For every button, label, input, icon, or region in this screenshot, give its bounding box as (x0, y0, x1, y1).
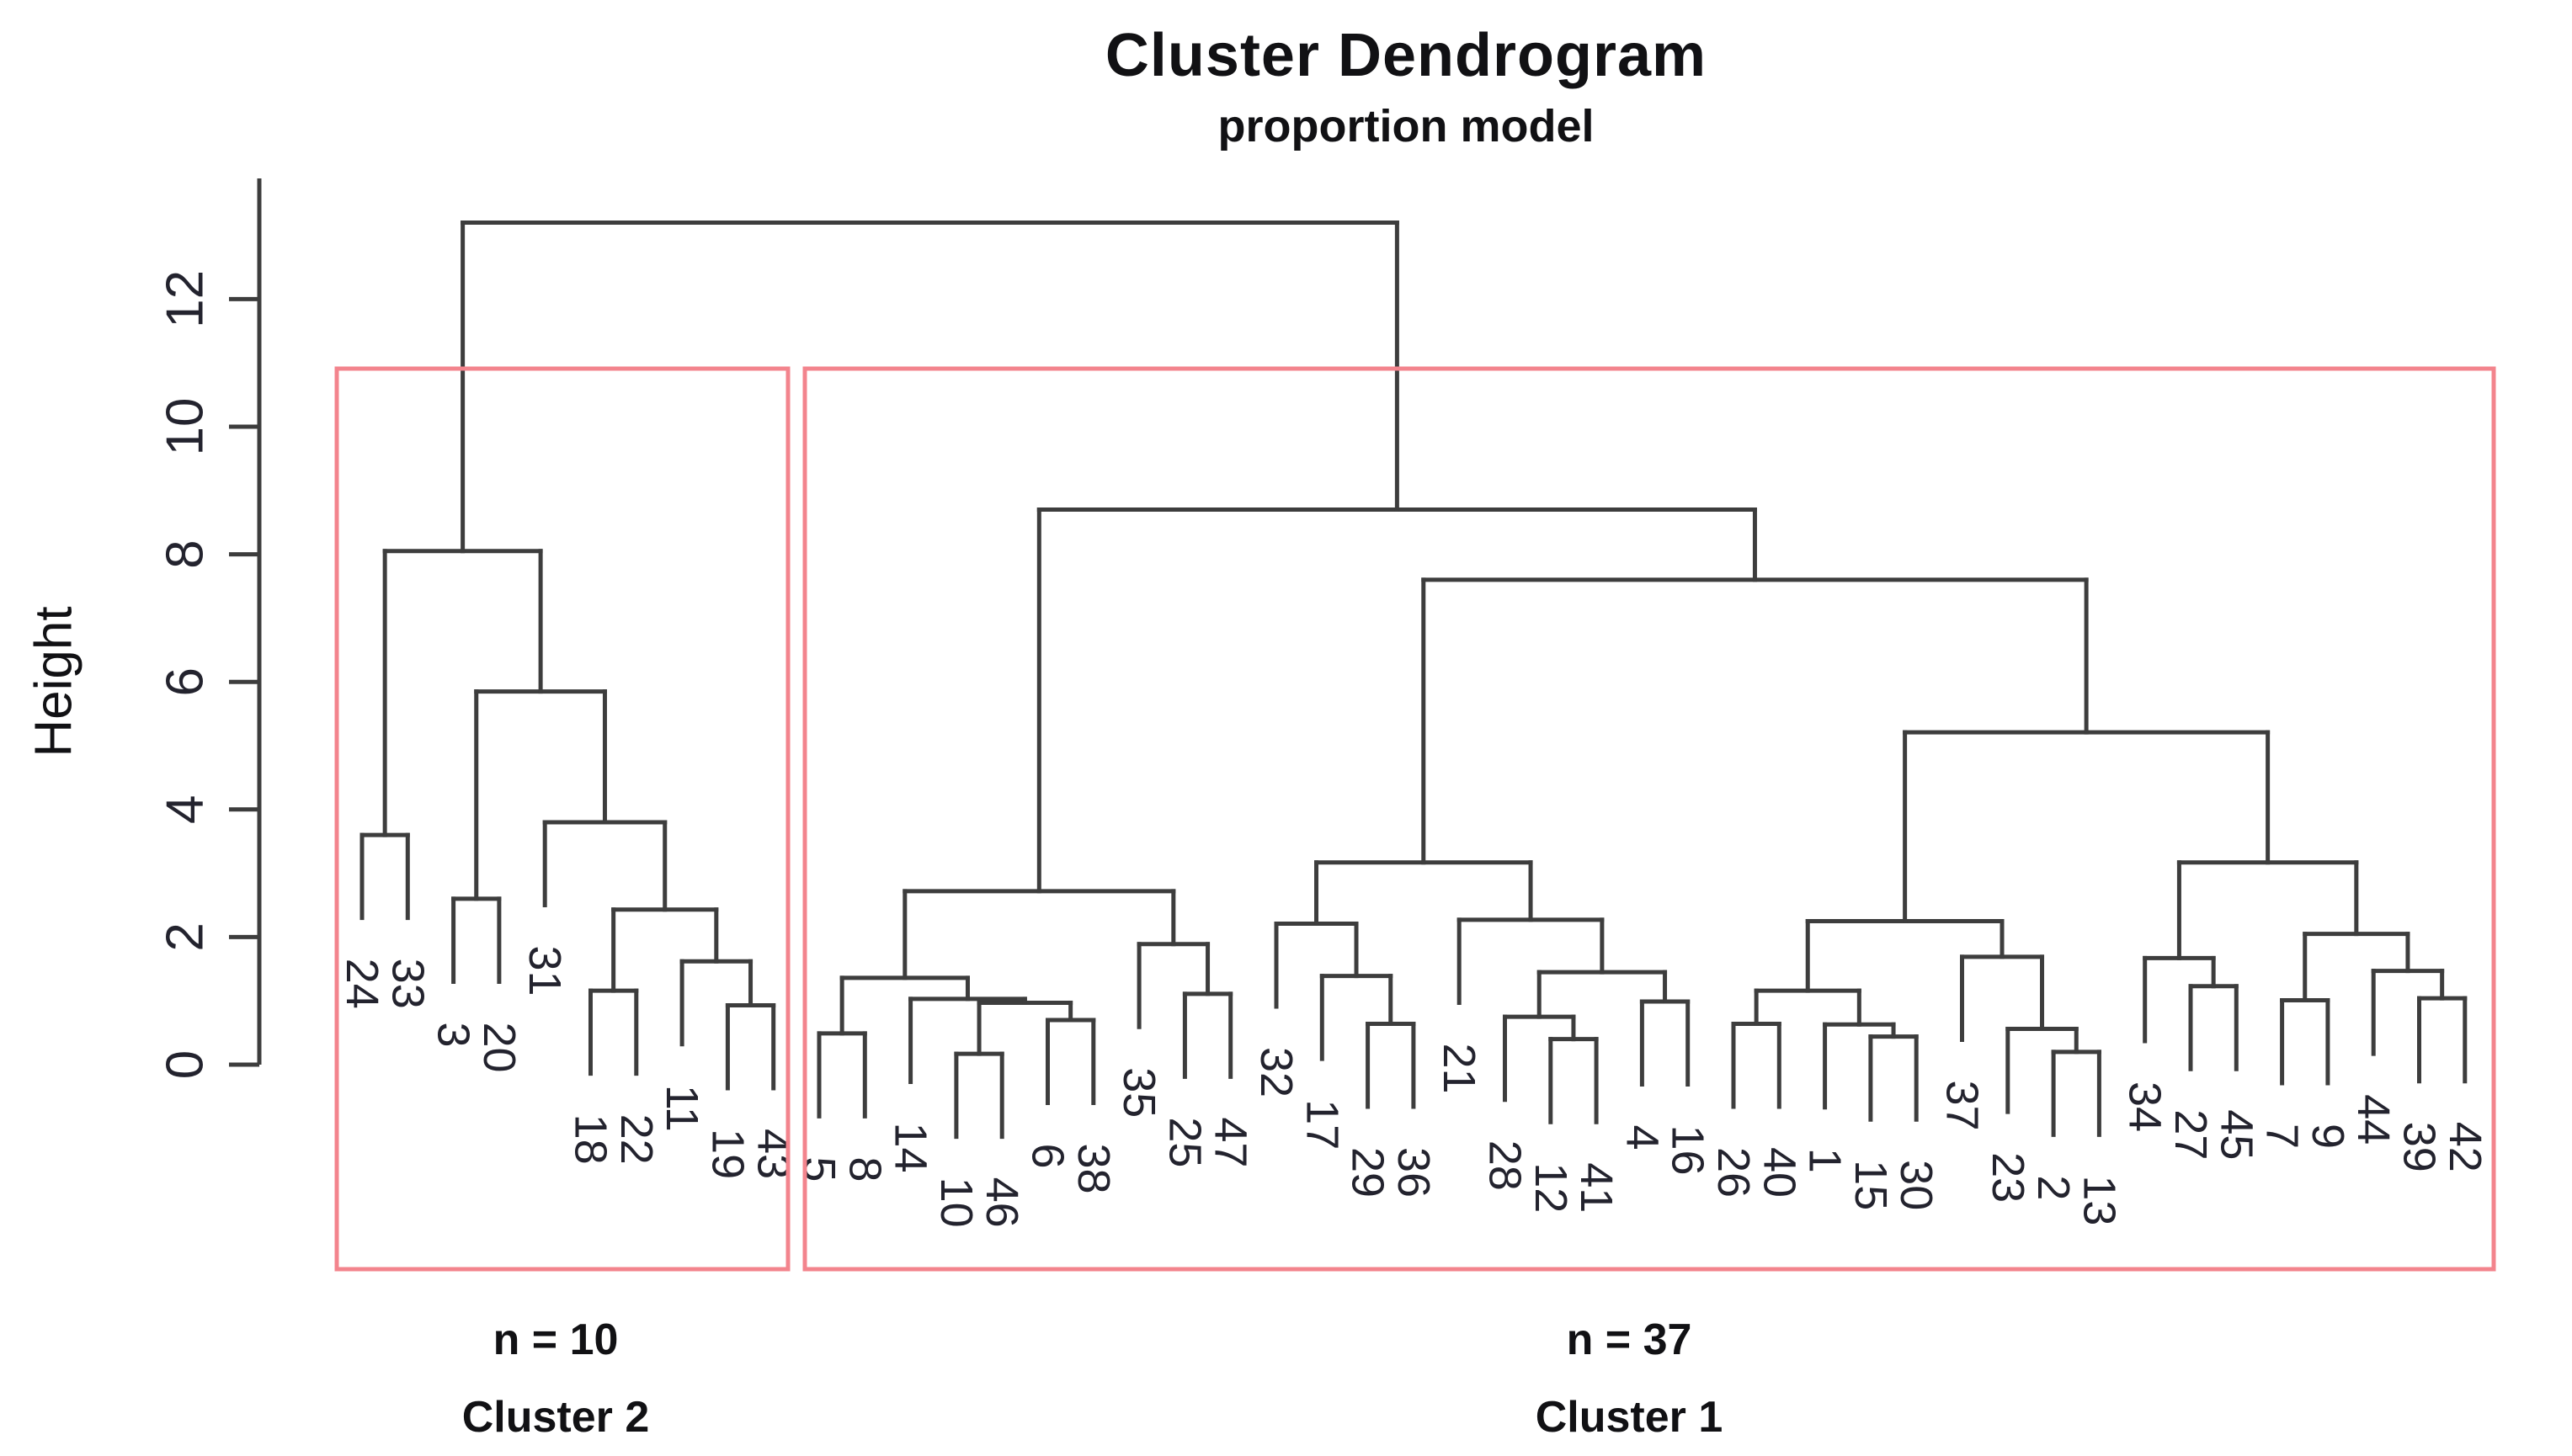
leaf-label: 23 (1983, 1152, 2033, 1203)
leaf-label: 17 (1297, 1099, 1347, 1150)
leaf-label: 13 (2074, 1175, 2124, 1225)
leaf-label: 44 (2348, 1094, 2399, 1145)
leaf-label: 19 (702, 1129, 753, 1179)
leaf-label: 42 (2440, 1122, 2490, 1172)
leaf-label: 14 (886, 1122, 936, 1172)
leaf-label: 43 (748, 1129, 799, 1179)
y-axis-tick-label: 12 (157, 270, 215, 328)
leaf-label: 25 (1159, 1117, 1210, 1167)
leaf-label: 21 (1434, 1043, 1484, 1093)
y-axis-tick-label: 6 (157, 667, 215, 696)
leaf-label: 16 (1663, 1124, 1713, 1175)
leaf-label: 10 (931, 1177, 982, 1228)
leaf-label: 22 (611, 1114, 662, 1165)
leaf-label: 11 (657, 1085, 707, 1132)
leaf-labels: 2433320311822111943581410466383525473217… (337, 946, 2490, 1228)
leaf-label: 18 (566, 1114, 616, 1165)
cluster1-box (802, 366, 2496, 1272)
cluster-boxes (334, 366, 2496, 1272)
leaf-label: 38 (1068, 1143, 1119, 1193)
leaf-label: 35 (1114, 1067, 1164, 1118)
leaf-label: 36 (1388, 1147, 1439, 1198)
cluster1-name-label: Cluster 1 (1535, 1393, 1723, 1442)
leaf-label: 37 (1937, 1080, 1988, 1130)
leaf-label: 47 (1206, 1117, 1256, 1167)
leaf-label: 5 (794, 1156, 844, 1182)
leaf-label: 26 (1708, 1147, 1759, 1198)
leaf-label: 39 (2394, 1122, 2445, 1172)
leaf-label: 1 (1800, 1148, 1850, 1173)
y-axis (229, 178, 262, 1067)
chart-subtitle: proportion model (1217, 101, 1595, 151)
leaf-label: 8 (839, 1156, 890, 1182)
cluster2-count-label: n = 10 (493, 1315, 619, 1364)
cluster2-box (334, 366, 791, 1272)
leaf-label: 3 (429, 1022, 479, 1047)
leaf-label: 45 (2211, 1109, 2261, 1160)
leaf-label: 15 (1845, 1160, 1896, 1210)
leaf-label: 34 (2120, 1081, 2170, 1132)
y-axis-tick-label: 2 (157, 922, 215, 951)
y-axis-tick-label: 10 (157, 398, 215, 456)
leaf-label: 41 (1571, 1162, 1621, 1213)
leaf-label: 7 (2257, 1124, 2308, 1149)
cluster2-name-label: Cluster 2 (461, 1393, 650, 1442)
leaf-label: 27 (2165, 1109, 2216, 1160)
leaf-label: 6 (1023, 1143, 1073, 1168)
leaf-label: 24 (337, 959, 387, 1009)
y-axis-tick-label: 4 (157, 795, 215, 824)
leaf-label: 30 (1891, 1160, 1941, 1210)
cluster1-count-label: n = 37 (1566, 1315, 1692, 1364)
leaf-label: 4 (1616, 1124, 1667, 1150)
y-axis-title: Height (24, 606, 83, 757)
y-axis-tick-labels: 0 2 4 6 8 10 12 (157, 270, 215, 1079)
leaf-label: 9 (2303, 1124, 2353, 1149)
leaf-label: 32 (1251, 1047, 1302, 1097)
dendrogram-links (359, 220, 2468, 1140)
chart-title: Cluster Dendrogram (1105, 22, 1707, 89)
leaf-label: 2 (2028, 1175, 2079, 1200)
leaf-label: 29 (1343, 1147, 1393, 1198)
y-axis-tick-label: 8 (157, 539, 215, 568)
y-axis-tick-label: 0 (157, 1050, 215, 1079)
leaf-label: 12 (1526, 1162, 1576, 1213)
leaf-label: 28 (1480, 1140, 1531, 1191)
leaf-label: 20 (474, 1022, 525, 1072)
leaf-label: 46 (977, 1177, 1027, 1228)
leaf-label: 31 (519, 946, 570, 996)
leaf-label: 33 (382, 959, 433, 1009)
leaf-label: 40 (1754, 1147, 1804, 1198)
